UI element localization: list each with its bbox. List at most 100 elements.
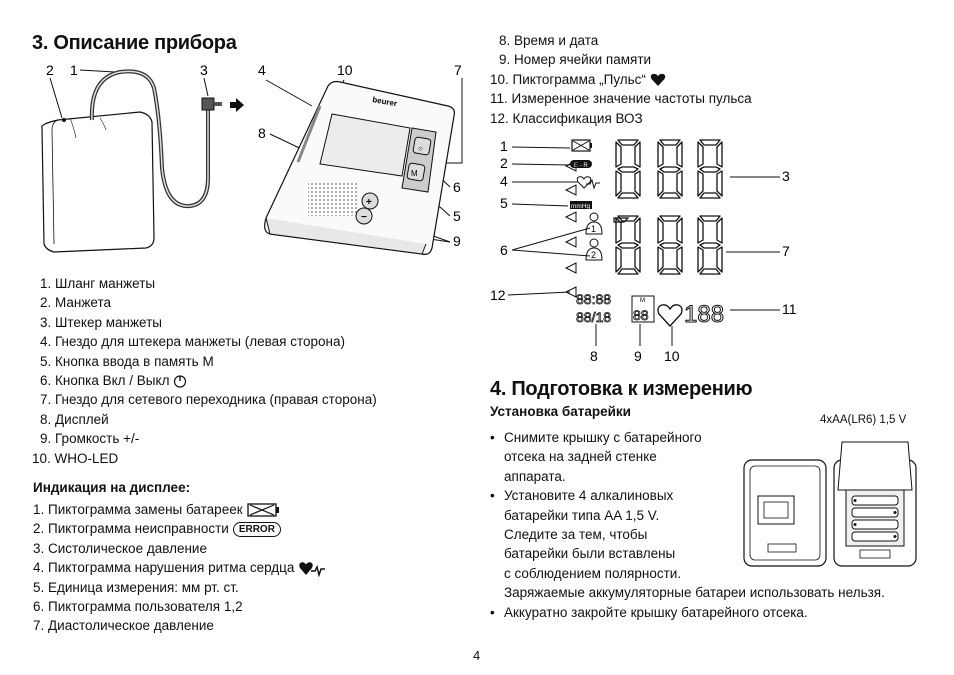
lcd-label-2: 2 [500,155,508,171]
fig-label-10: 10 [337,62,353,78]
fig-label-3: 3 [200,62,208,78]
instruction-line: Установите 4 алкалиновых [504,488,674,504]
lcd-systolic-digits [615,139,723,199]
display-list-item: 4. Пиктограмма нарушения ритма сердца [33,558,326,577]
lcd-pulse-value: 188 [684,301,724,328]
lcd-label-10: 10 [664,348,680,364]
lcd-user-1-icon: 1 [585,212,603,235]
svg-text:E - R: E - R [574,163,588,169]
display-list-item-text: 4. Пиктограмма нарушения ритма сердца [33,560,295,576]
lcd-label-9: 9 [634,348,642,364]
arrhythmia-heart-icon [299,561,326,577]
instruction-line: Заряжаемые аккумуляторные батареи исполь… [504,585,885,601]
display-items-list-continued: 8. Время и дата 9. Номер ячейки памяти 1… [490,31,752,128]
pulse-heart-icon [650,74,666,87]
cuff [41,111,155,253]
parts-list-item-text: 6. Кнопка Вкл / Выкл [40,373,170,389]
fig-label-5: 5 [453,208,461,224]
lcd-error-icon: E - R [570,160,592,169]
parts-list-item: 8. Дисплей [40,411,109,427]
lcd-memory-number: 88 [633,307,649,323]
display-list-item: 5. Единица измерения: мм рт. ст. [33,579,239,595]
lcd-label-6: 6 [500,242,508,258]
display-list-item-text: 2. Пиктограмма неисправности [33,521,229,537]
battery-spec-label: 4xAA(LR6) 1,5 V [820,414,907,426]
instruction-line: батарейки типа AA 1,5 V. [504,507,660,523]
parts-list-item: 7. Гнездо для сетевого переходника (прав… [40,392,377,408]
lcd-date: 88/18 [576,309,611,325]
lcd-display-diagram: 1 2 4 5 6 12 3 7 11 8 9 10 E - R [490,138,797,364]
parts-list-item: 2. Манжета [40,295,112,311]
svg-text:−: − [361,212,367,223]
lcd-diastolic-digits [613,215,723,275]
lcd-pulse-heart-icon [657,304,683,327]
svg-text:○: ○ [418,144,423,153]
battery-compartment-illustration [743,441,917,567]
lcd-who-classification-markers [564,160,577,298]
display-list-item-text: 10. Пиктограмма „Пульс“ [490,71,646,87]
svg-text:2: 2 [591,250,596,260]
lcd-unit-icon: mmHg [570,201,592,210]
section-4-subtitle: Установка батарейки [490,404,631,419]
display-items-list: 1. Пиктограмма замены батареек 2. Пиктог… [33,500,326,636]
lcd-arrhythmia-icon [576,176,600,190]
instruction-bullet: Установите 4 алкалиновых батарейки типа … [490,486,930,602]
fig-label-1: 1 [70,62,78,78]
lcd-label-7: 7 [782,243,790,259]
fig-label-6: 6 [453,179,461,195]
error-badge-icon: ERROR [232,522,281,538]
svg-text:M: M [411,169,418,178]
instruction-line: Снимите крышку с батарейного [504,430,702,445]
instruction-line: батарейки были вставлены [504,546,676,562]
device-display [319,113,411,177]
parts-list-item: 10. WHO-LED [32,450,119,466]
instruction-bullet: Снимите крышку с батарейного отсека на з… [490,428,930,486]
display-list-item: 3. Систолическое давление [33,540,207,556]
battery-change-icon [246,503,279,518]
fig-label-7: 7 [454,62,462,78]
parts-list-item: 9. Громкость +/- [40,431,140,447]
device-illustration: 2 1 3 4 10 7 8 6 5 9 beurer [41,62,463,255]
display-list-item: 12. Классификация ВОЗ [490,110,643,126]
lcd-label-11: 11 [782,301,797,317]
display-list-item: 11. Измеренное значение частоты пульса [490,91,752,107]
instruction-line: аппарата. [504,468,566,484]
parts-list-item: 5. Кнопка ввода в память M [40,353,214,369]
battery-instructions: Снимите крышку с батарейного отсека на з… [490,428,930,622]
svg-text:+: + [366,197,372,208]
lcd-battery-icon [571,139,592,152]
parts-list-item: 4. Гнездо для штекера манжеты (левая сто… [40,334,345,350]
display-list-item: 9. Номер ячейки памяти [499,52,652,68]
parts-list-item: 6. Кнопка Вкл / Выкл [40,371,377,390]
parts-list-item: 3. Штекер манжеты [40,314,162,330]
fig-label-4: 4 [258,62,266,78]
fig-label-8: 8 [258,125,266,141]
svg-text:1: 1 [591,224,596,234]
display-list-item: 1. Пиктограмма замены батареек [33,500,326,519]
parts-list: 1. Шланг манжеты 2. Манжета 3. Штекер ма… [32,274,377,468]
lcd-user-2-icon: 2 [585,238,603,261]
lcd-label-12: 12 [490,287,506,303]
device-brand-logo: beurer [372,95,398,108]
instruction-line: отсека на задней стенке [504,449,657,465]
fig-label-2: 2 [46,62,54,78]
svg-text:mmHg: mmHg [571,203,591,210]
display-list-item: 6. Пиктограмма пользователя 1,2 [33,599,243,615]
display-list-item: 8. Время и дата [499,33,599,48]
parts-list-item: 1. Шланг манжеты [40,276,156,291]
page-number: 4 [473,648,481,663]
lcd-label-3: 3 [782,168,790,184]
monitor-device: beurer ○ M + − [264,80,455,255]
lcd-label-8: 8 [590,348,598,364]
display-list-item-text: 1. Пиктограмма замены батареек [33,502,243,517]
instruction-bullet: Аккуратно закройте крышку батарейного от… [490,603,930,623]
fig-label-9: 9 [453,233,461,249]
power-icon [174,375,187,389]
lcd-label-4: 4 [500,173,508,189]
display-indication-heading: Индикация на дисплее: [33,480,191,495]
section-3-title: 3. Описание прибора [32,32,237,54]
lcd-memory-box [631,295,655,323]
lcd-label-5: 5 [500,195,508,211]
display-list-item: 10. Пиктограмма „Пульс“ [490,70,752,89]
